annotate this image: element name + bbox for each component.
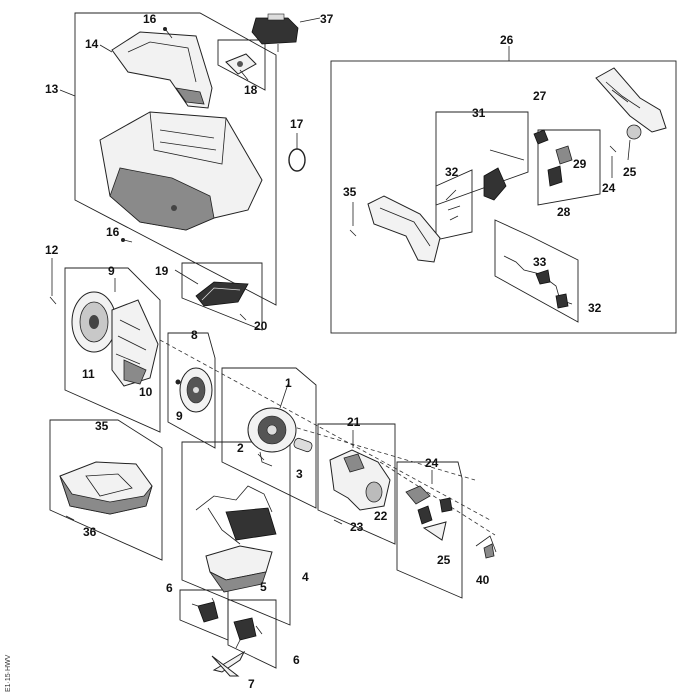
callout-13: 12 (45, 243, 59, 257)
part-33-springs (445, 189, 461, 221)
part-7-blade (211, 650, 246, 677)
part-26-handle (595, 67, 667, 140)
callout-18: 18 (244, 83, 258, 97)
callout-40: 40 (476, 573, 490, 587)
frame-21 (317, 423, 396, 545)
callout-31: 29 (573, 157, 587, 171)
part-15-top-shell (111, 31, 213, 109)
callout-23: 23 (350, 520, 364, 534)
dashed-assembly-lines (159, 339, 496, 536)
frame-30 (537, 129, 601, 206)
callout-2: 2 (237, 441, 244, 455)
frame-1-motor (221, 367, 317, 509)
part-34-harness (503, 255, 573, 309)
part-illustrations (49, 13, 667, 677)
callout-1: 1 (285, 376, 292, 390)
leader-lines (51, 17, 631, 484)
side-reference-code: E1·15·HWV (5, 654, 12, 692)
part-18-plate (225, 53, 257, 75)
part-10-fan-housing (71, 291, 159, 387)
callout-28: 24 (602, 181, 616, 195)
part-38-screw (65, 515, 75, 521)
callout-8: 8 (191, 328, 198, 342)
part-19-filter (195, 281, 249, 307)
callout-6-lower: 6 (293, 653, 300, 667)
frame-14-housing (74, 12, 277, 306)
callout-36: 35 (343, 185, 357, 199)
frame-10-fan (64, 267, 161, 433)
part-28-screw (609, 145, 617, 153)
callout-38: 36 (83, 525, 97, 539)
part-4-electronics (195, 485, 277, 593)
part-25-small-parts (405, 485, 453, 541)
callout-3: 3 (296, 467, 303, 481)
callout-32: 31 (472, 106, 486, 120)
part-14-lower-housing (99, 111, 263, 231)
part-17-oring (288, 148, 306, 172)
part-6-contacts (191, 597, 263, 649)
assembly-frames (49, 12, 677, 669)
callout-39: 37 (320, 12, 334, 26)
callout-34: 32 (588, 301, 602, 315)
callout-19: 19 (155, 264, 169, 278)
callout-5: 5 (260, 580, 267, 594)
callout-15: 14 (85, 37, 99, 51)
part-36-grip (367, 195, 441, 263)
frame-33 (435, 169, 473, 241)
callout-29: 27 (533, 89, 547, 103)
part-32-trigger (483, 149, 525, 201)
callout-30: 28 (557, 205, 571, 219)
part-29-nut (533, 129, 549, 145)
frame-19 (181, 262, 263, 331)
callout-37: 35 (95, 419, 109, 433)
callout-10: 9 (108, 264, 115, 278)
frame-6-lower (227, 599, 277, 669)
frame-26-handle (330, 60, 677, 334)
callout-9: 9 (176, 409, 183, 423)
part-13-screw (49, 296, 57, 305)
frame-32 (435, 111, 529, 206)
callout-6-upper: 6 (166, 581, 173, 595)
frame-34 (494, 219, 579, 323)
callout-17: 17 (290, 117, 304, 131)
part-16-screws (121, 27, 173, 243)
callout-11: 10 (139, 385, 153, 399)
callout-7: 7 (248, 677, 255, 691)
frame-8 (167, 332, 216, 449)
part-2-screw (257, 453, 265, 461)
part-40-terminals (475, 535, 497, 559)
callout-33: 32 (445, 165, 459, 179)
frame-18 (217, 39, 266, 91)
callout-12: 11 (82, 367, 95, 381)
callout-14: 13 (45, 82, 59, 96)
part-20-screw (239, 313, 247, 321)
callout-labels: 16 37 14 26 18 13 27 31 17 29 25 32 24 3… (45, 12, 637, 691)
callout-24: 24 (425, 456, 439, 470)
part-31-switch (547, 145, 573, 187)
part-37-base-shell (59, 461, 153, 515)
callout-26: 26 (500, 33, 514, 47)
callout-20: 20 (254, 319, 268, 333)
part-1-motor (247, 407, 313, 467)
callout-16-lower: 16 (106, 225, 120, 239)
callout-22: 22 (374, 509, 388, 523)
part-23-screw (333, 519, 343, 525)
callout-35: 33 (533, 255, 547, 269)
callout-4: 4 (302, 570, 309, 584)
frame-37 (49, 419, 163, 561)
callout-27: 25 (623, 165, 637, 179)
part-39-cap (251, 13, 299, 52)
callout-16-top: 16 (143, 12, 157, 26)
part-9-fan (175, 367, 213, 413)
frame-24 (396, 461, 463, 599)
part-21-gear-housing (329, 449, 391, 511)
callout-25: 25 (437, 553, 451, 567)
callout-21: 21 (347, 415, 361, 429)
part-36-screw (349, 229, 357, 237)
